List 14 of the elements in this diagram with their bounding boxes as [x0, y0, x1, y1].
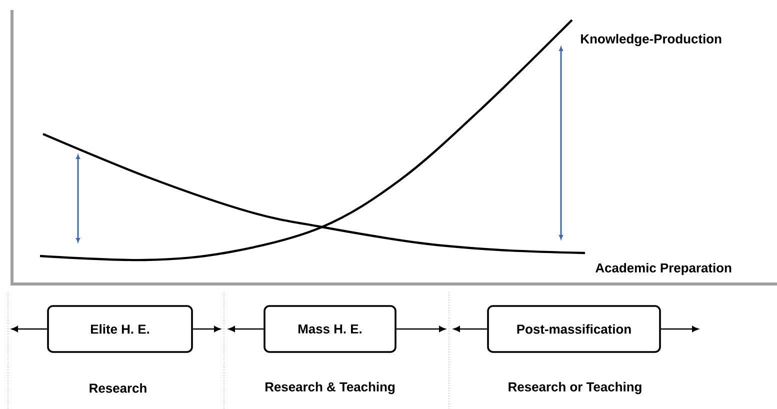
- stage-box: Elite H. E.: [47, 305, 193, 353]
- arrow: [12, 326, 48, 332]
- stage-label: Research: [90, 383, 146, 393]
- arrow: [454, 326, 488, 332]
- stage-label: Research or Teaching: [508, 382, 642, 394]
- stage-box: Mass H. E.: [264, 305, 396, 353]
- curve-label: Knowledge-Production: [581, 34, 722, 46]
- stage-box: Post-massification: [487, 305, 661, 353]
- arrow: [228, 326, 264, 332]
- arrow: [192, 326, 220, 332]
- stage-label: Research & Teaching: [265, 382, 395, 394]
- arrow: [396, 326, 446, 332]
- curve-label: Academic Preparation: [596, 262, 732, 276]
- arrow: [660, 326, 698, 332]
